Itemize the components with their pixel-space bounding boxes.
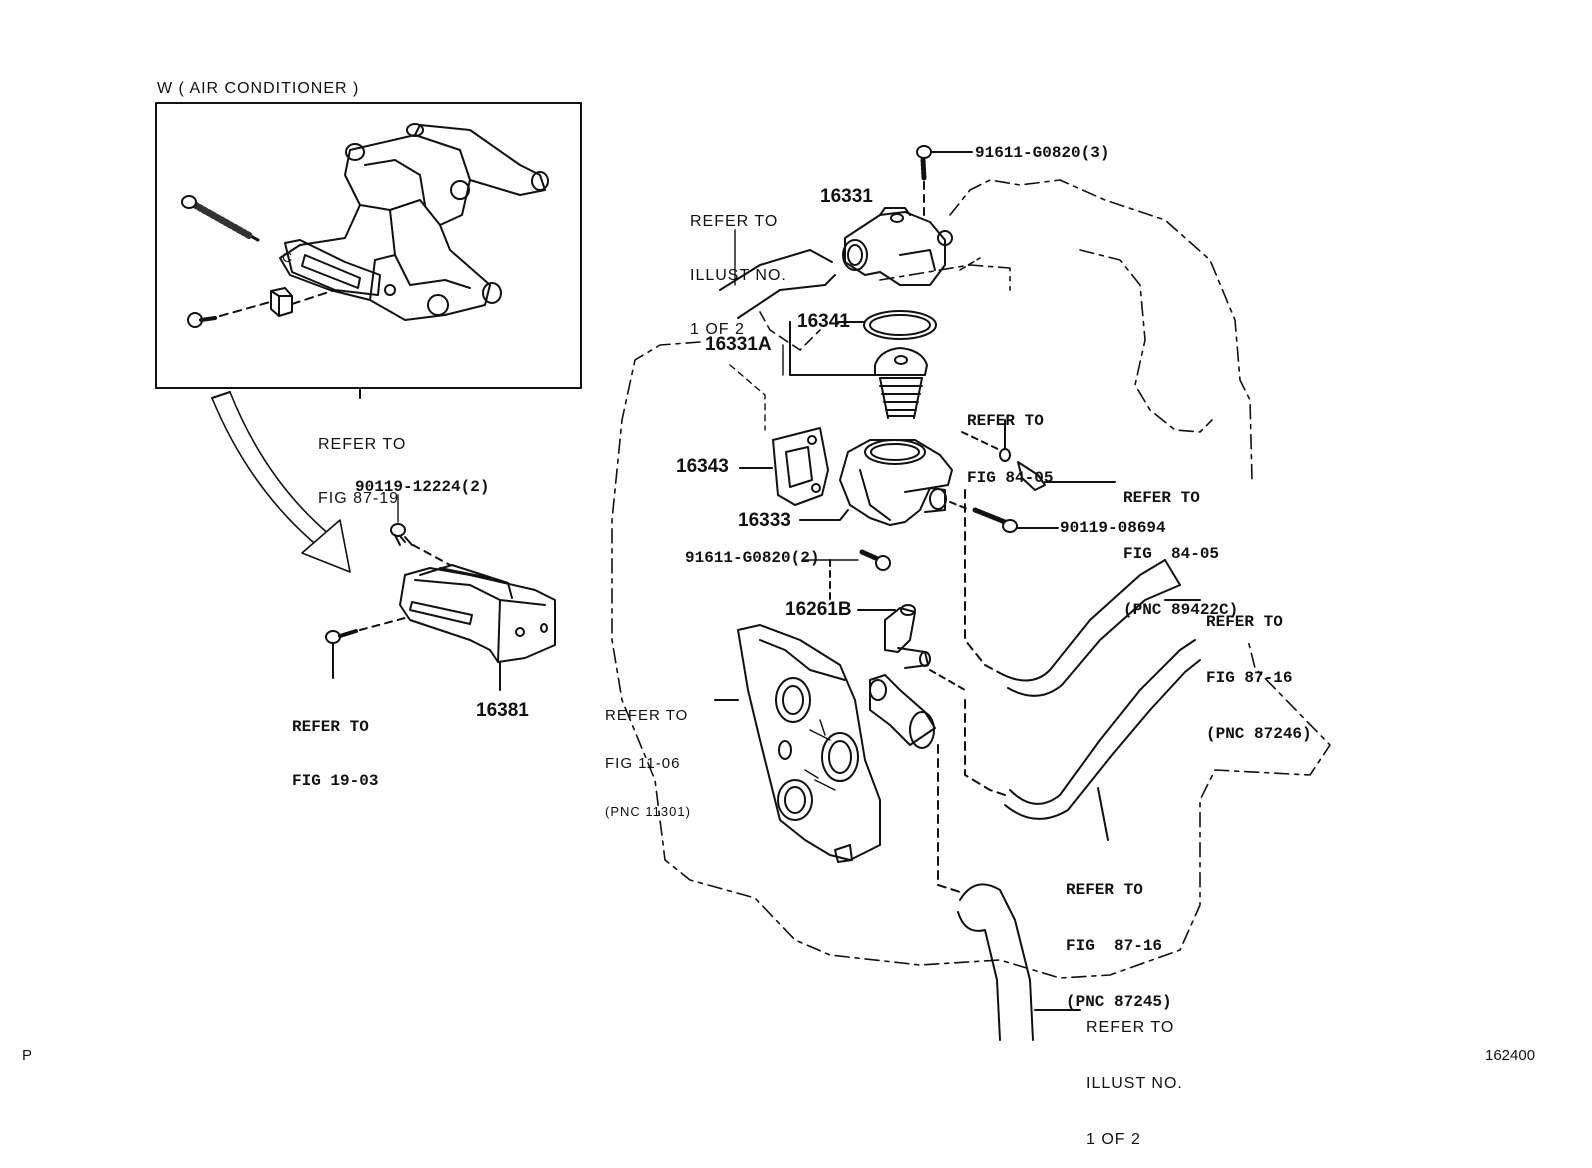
gasket-16341 [837, 310, 937, 340]
part-16381[interactable]: 16381 [476, 700, 529, 721]
part-16331[interactable]: 16331 [820, 186, 873, 207]
thermostat [789, 321, 928, 419]
bracket-16381 [325, 523, 556, 691]
bolt-91611-g0820-2 [829, 549, 891, 601]
ref-fig-87-16-lower[interactable]: REFER TO FIG 87-16 (PNC 87245) [1066, 881, 1172, 1011]
lower-hose [957, 883, 1081, 1041]
part-16333[interactable]: 16333 [738, 510, 791, 531]
leader-lines [729, 229, 784, 431]
bolt-90119-08694 [949, 489, 1059, 673]
part-16261B[interactable]: 16261B [785, 599, 852, 620]
temp-sensor [961, 419, 1116, 491]
ac-bracket: C [181, 123, 549, 328]
fitting-16261b [857, 604, 966, 893]
ref-fig-84-05-upper[interactable]: REFER TO FIG 84-05 [967, 412, 1054, 487]
svg-text:C: C [282, 249, 292, 265]
ref-illust-top[interactable]: REFER TO ILLUST NO. 1 OF 2 [690, 213, 787, 338]
fastener-91611-g0820-2[interactable]: 91611-G0820(2) [685, 549, 820, 567]
hoses [964, 559, 1201, 841]
part-16343[interactable]: 16343 [676, 456, 729, 477]
ref-fig-87-19[interactable]: REFER TO FIG 87-19 [318, 436, 407, 507]
inset-box [155, 102, 582, 399]
water-outlet-16331 [719, 145, 973, 319]
water-pump-cover [714, 624, 881, 863]
fastener-91611-g0820-3[interactable]: 91611-G0820(3) [975, 144, 1110, 162]
ref-fig-84-05-pnc[interactable]: REFER TO FIG 84-05 (PNC 89422C) [1123, 489, 1239, 619]
footer-figure-number: 162400 [1485, 1047, 1536, 1064]
footer-left-code: P [22, 1047, 34, 1064]
gasket-16343 [739, 427, 829, 506]
fastener-90119-12224[interactable]: 90119-12224(2) [355, 478, 490, 496]
part-16331A[interactable]: 16331A [705, 334, 772, 355]
parts-diagram: C [155, 102, 1331, 1041]
ref-illust-bottom[interactable]: REFER TO ILLUST NO. 1 OF 2 [1086, 1019, 1183, 1148]
view-arrow [211, 391, 351, 573]
fastener-90119-08694[interactable]: 90119-08694 [1060, 519, 1166, 537]
part-16341[interactable]: 16341 [797, 311, 850, 332]
housing-16333 [799, 439, 953, 526]
ref-fig-11-06[interactable]: REFER TO FIG 11-06 (PNC 11301) [605, 707, 691, 820]
inset-title: W ( AIR CONDITIONER ) [157, 80, 360, 97]
ref-fig-19-03[interactable]: REFER TO FIG 19-03 [292, 718, 379, 790]
ref-fig-87-16-upper[interactable]: REFER TO FIG 87-16 (PNC 87246) [1206, 613, 1312, 743]
engine-outline [611, 179, 1331, 979]
